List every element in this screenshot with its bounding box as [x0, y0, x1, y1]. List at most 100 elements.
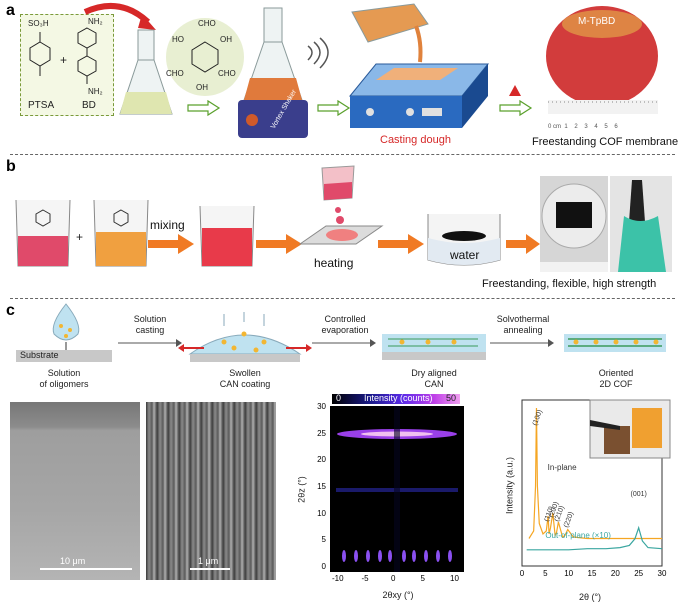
beaker-2 [93, 199, 149, 267]
giwaxs-x-tick: -5 [361, 574, 369, 583]
xrd-series-label: Out-of-plane (×10) [545, 531, 611, 540]
sem-scale-1: 10 μm [60, 556, 86, 566]
arrow-step-3 [490, 339, 554, 347]
giwaxs-y-tick: 20 [317, 455, 326, 465]
plus-b: + [76, 230, 84, 244]
casting-dough-label: Casting dough [380, 134, 451, 146]
bd-structure [77, 27, 97, 84]
giwaxs-y-tick: 0 [321, 562, 326, 571]
ptsa-structure [29, 32, 51, 76]
xrd-peak-label: (100) [532, 409, 544, 427]
giwaxs-x-tick: 10 [450, 574, 459, 583]
plus-a: + [60, 53, 68, 67]
orange-arrow-3 [378, 234, 424, 254]
colorbar [332, 394, 460, 404]
nh2-bottom-label: NH₂ [88, 87, 103, 96]
casting-machine [348, 3, 490, 128]
xrd-inset-photo [589, 399, 671, 459]
orange-arrow-4 [506, 234, 540, 254]
reactants-box [20, 14, 114, 116]
xrd-series-line [526, 525, 663, 551]
oriented-2d-cof [564, 334, 666, 352]
xrd-peak-label: (001) [630, 491, 646, 498]
colorbar-min: 0 [336, 393, 342, 403]
nh2-top-label: NH₂ [88, 17, 103, 26]
ruler-text: 0 cm 1 2 3 4 5 6 [548, 124, 618, 130]
step-2-label: Controlled evaporation [321, 314, 369, 335]
giwaxs-y-tick: 15 [317, 482, 326, 491]
giwaxs-y-tick: 25 [317, 428, 326, 438]
beaker-1 [15, 199, 71, 267]
cho-label-1: CHO [198, 19, 216, 28]
xrd-peak-label: (110) [543, 505, 555, 522]
xrd-x-label: 2θ (°) [578, 592, 602, 602]
vortex-shaker [238, 7, 308, 138]
dry-aligned-can [382, 334, 486, 360]
xrd-series-label: In-plane [548, 463, 577, 472]
substrate-label: Substrate [20, 350, 59, 360]
orange-arrow-1 [148, 234, 194, 254]
membrane-photo-1 [540, 176, 608, 272]
state-4-label: Oriented 2D COF [598, 368, 634, 389]
green-arrow-3 [499, 99, 533, 117]
giwaxs-x-tick: 0 [391, 574, 396, 583]
oh-label-2: OH [196, 83, 208, 92]
xrd-y-label: Intensity (a.u.) [504, 456, 515, 515]
swollen-coating [178, 312, 312, 362]
membrane-tag: M-TpBD [578, 16, 616, 27]
water-label: water [450, 248, 480, 262]
orange-arrow-2 [256, 234, 302, 254]
giwaxs-x-label: 2θxy (°) [382, 590, 414, 600]
xrd-x-tick: 0 [520, 569, 525, 578]
green-arrow-1 [187, 99, 221, 117]
red-curved-arrow [83, 3, 156, 30]
giwaxs-y-tick: 10 [317, 508, 326, 518]
giwaxs-x-ticks: -10 -5 0 5 10 [330, 574, 464, 586]
xrd-series-line [528, 407, 662, 540]
xrd-x-tick: 5 [543, 569, 548, 578]
substrate-bar [16, 350, 112, 362]
bd-label: BD [82, 100, 96, 111]
cho-label-3: CHO [218, 69, 236, 78]
oligomer-droplet [52, 303, 80, 350]
separator-bc [10, 298, 675, 299]
panel-a-letter: a [6, 2, 15, 19]
giwaxs-y-tick: 30 [317, 402, 326, 411]
giwaxs-x-tick: -10 [332, 574, 344, 583]
vibration-waves [307, 37, 329, 69]
red-triangle [509, 85, 521, 96]
step-3-label: Solvothermal annealing [496, 314, 550, 335]
ptsa-label: PTSA [28, 100, 55, 111]
step-1-label: Solution casting [133, 314, 167, 335]
heating-plate [298, 165, 384, 245]
panel-b-caption: Freestanding, flexible, high strength [482, 278, 657, 290]
panel-c-letter: c [6, 302, 15, 319]
membrane-photo-2 [610, 176, 672, 272]
mixing-label: mixing [150, 218, 185, 232]
xrd-x-tick: 20 [611, 569, 620, 578]
giwaxs-x-tick: 5 [420, 574, 425, 583]
cof-membrane [546, 6, 658, 114]
sem-image-1 [10, 402, 140, 580]
flask-1 [119, 29, 173, 115]
water-bath [427, 214, 501, 266]
separator-ab [10, 154, 675, 155]
colorbar-label: Intensity (counts) [364, 393, 433, 403]
sem-scalebar-2 [190, 568, 230, 570]
giwaxs-map [330, 406, 464, 572]
heating-label: heating [314, 256, 354, 270]
ho-label-1: HO [172, 35, 184, 44]
sem-image-2 [146, 402, 276, 580]
cho-label-2: CHO [166, 69, 184, 78]
membrane-label: Freestanding COF membrane [532, 136, 679, 148]
oh-label-1: OH [220, 35, 232, 44]
green-arrow-2 [317, 99, 351, 117]
xrd-x-tick: 10 [564, 569, 573, 578]
xrd-x-tick: 25 [634, 569, 643, 578]
xrd-x-tick: 30 [658, 569, 667, 578]
sem-scalebar-1 [40, 568, 132, 570]
xrd-peak-label: (220) [563, 511, 575, 529]
state-1-label: Solution of oligomers [39, 368, 89, 389]
state-3-label: Dry aligned CAN [411, 368, 457, 389]
xrd-x-tick: 15 [588, 569, 597, 578]
